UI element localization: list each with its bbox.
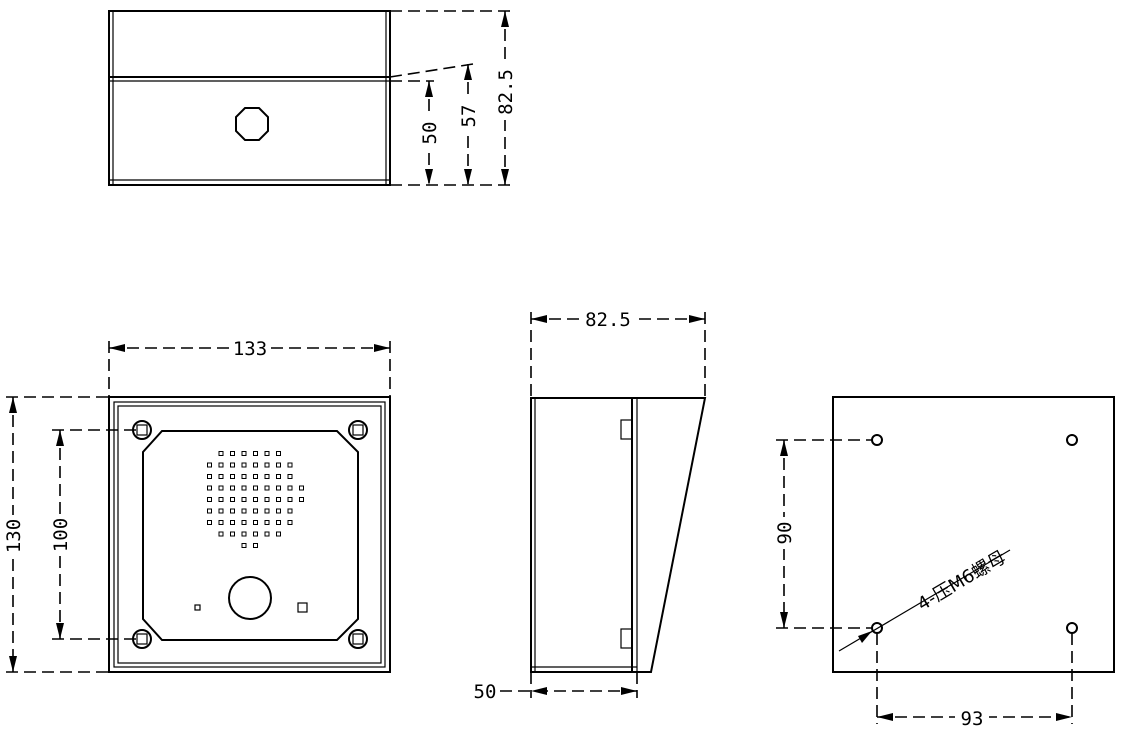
speaker-grille-hole — [230, 451, 235, 456]
dim-label-side-82-5: 82.5 — [585, 309, 631, 331]
call-button — [228, 576, 272, 620]
speaker-grille-hole — [218, 462, 224, 468]
mounting-hole-top-right — [1066, 434, 1078, 446]
speaker-grille-hole — [287, 462, 293, 468]
side-view-clip-top — [620, 419, 633, 440]
speaker-grille-hole — [207, 497, 212, 502]
dim-label-90: 90 — [774, 522, 796, 545]
side-view-clip-bottom — [620, 628, 633, 649]
speaker-grille-hole — [264, 531, 270, 537]
mounting-view: 90 93 4-压M6螺母 — [774, 396, 1115, 730]
speaker-grille-hole — [230, 520, 235, 525]
top-view: 50 57 82.5 — [108, 10, 517, 186]
speaker-grille-hole — [230, 508, 235, 514]
speaker-grille-hole — [253, 531, 258, 537]
speaker-grille-hole — [253, 543, 258, 548]
microphone-hole — [194, 604, 201, 611]
speaker-grille-hole — [241, 508, 247, 514]
side-view: 82.5 50 — [474, 309, 707, 703]
speaker-grille-hole — [218, 474, 224, 479]
speaker-grille-hole — [241, 474, 247, 479]
dim-label-side-50: 50 — [474, 681, 497, 703]
speaker-grille-hole — [230, 531, 235, 537]
speaker-grille-hole — [230, 485, 235, 491]
dim-label-50: 50 — [419, 122, 441, 145]
speaker-grille-hole — [253, 485, 258, 491]
speaker-grille-hole — [264, 497, 270, 502]
speaker-grille-hole — [241, 497, 247, 502]
side-view-outline — [530, 397, 707, 673]
speaker-grille-hole — [241, 462, 247, 468]
mounting-plate-outline — [832, 396, 1115, 673]
front-view-outer-frame — [108, 396, 391, 673]
speaker-grille-hole — [218, 485, 224, 491]
speaker-grille-hole — [253, 451, 258, 456]
top-view-button-hole — [235, 107, 269, 141]
speaker-grille-hole — [218, 531, 224, 537]
speaker-grille-hole — [276, 497, 281, 502]
speaker-grille-hole — [264, 462, 270, 468]
speaker-grille-hole — [264, 474, 270, 479]
speaker-grille-hole — [230, 497, 235, 502]
speaker-grille-hole — [253, 474, 258, 479]
speaker-grille-hole — [287, 474, 293, 479]
speaker-grille-hole — [253, 508, 258, 514]
speaker-grille-hole — [276, 531, 281, 537]
speaker-grille-hole — [241, 543, 247, 548]
speaker-grille-hole — [241, 451, 247, 456]
speaker-grille-hole — [287, 520, 293, 525]
speaker-grille-hole — [287, 485, 293, 491]
front-view-face-plate — [142, 430, 359, 641]
speaker-grille-hole — [218, 508, 224, 514]
speaker-grille-hole — [276, 508, 281, 514]
speaker-grille-hole — [287, 497, 293, 502]
speaker-grille-hole — [276, 485, 281, 491]
speaker-grille-hole — [241, 531, 247, 537]
speaker-grille-hole — [207, 520, 212, 525]
speaker-grille-hole — [299, 497, 304, 502]
speaker-grille-hole — [264, 520, 270, 525]
speaker-grille-hole — [218, 497, 224, 502]
speaker-grille-hole — [264, 451, 270, 456]
dim-label-130: 130 — [3, 519, 25, 553]
speaker-grille-hole — [253, 497, 258, 502]
speaker-grille — [207, 451, 304, 548]
dim-label-133: 133 — [233, 338, 267, 360]
speaker-grille-hole — [207, 474, 212, 479]
speaker-grille-hole — [299, 485, 304, 491]
indicator-led — [297, 602, 308, 613]
hole-note-label: 4-压M6螺母 — [914, 547, 1010, 615]
speaker-grille-hole — [241, 520, 247, 525]
speaker-grille-hole — [218, 520, 224, 525]
speaker-grille-hole — [207, 462, 212, 468]
speaker-grille-hole — [207, 508, 212, 514]
speaker-grille-hole — [276, 462, 281, 468]
speaker-grille-hole — [241, 485, 247, 491]
screw-top-right — [348, 420, 368, 440]
speaker-grille-hole — [253, 462, 258, 468]
dim-label-100: 100 — [50, 518, 72, 552]
mounting-hole-top-left — [871, 434, 883, 446]
speaker-grille-hole — [264, 508, 270, 514]
speaker-grille-hole — [207, 485, 212, 491]
mounting-hole-bottom-right — [1066, 622, 1078, 634]
speaker-grille-hole — [276, 520, 281, 525]
dim-label-82-5: 82.5 — [495, 69, 517, 115]
speaker-grille-hole — [287, 508, 293, 514]
top-view-outline — [108, 10, 391, 186]
speaker-grille-hole — [218, 451, 224, 456]
front-view: 133 130 100 — [3, 338, 391, 673]
speaker-grille-hole — [276, 451, 281, 456]
speaker-grille-hole — [230, 462, 235, 468]
dim-label-57: 57 — [458, 105, 480, 128]
dim-label-93: 93 — [961, 708, 984, 730]
screw-bottom-right — [348, 629, 368, 649]
speaker-grille-hole — [253, 520, 258, 525]
speaker-grille-hole — [264, 485, 270, 491]
speaker-grille-hole — [276, 474, 281, 479]
speaker-grille-hole — [230, 474, 235, 479]
